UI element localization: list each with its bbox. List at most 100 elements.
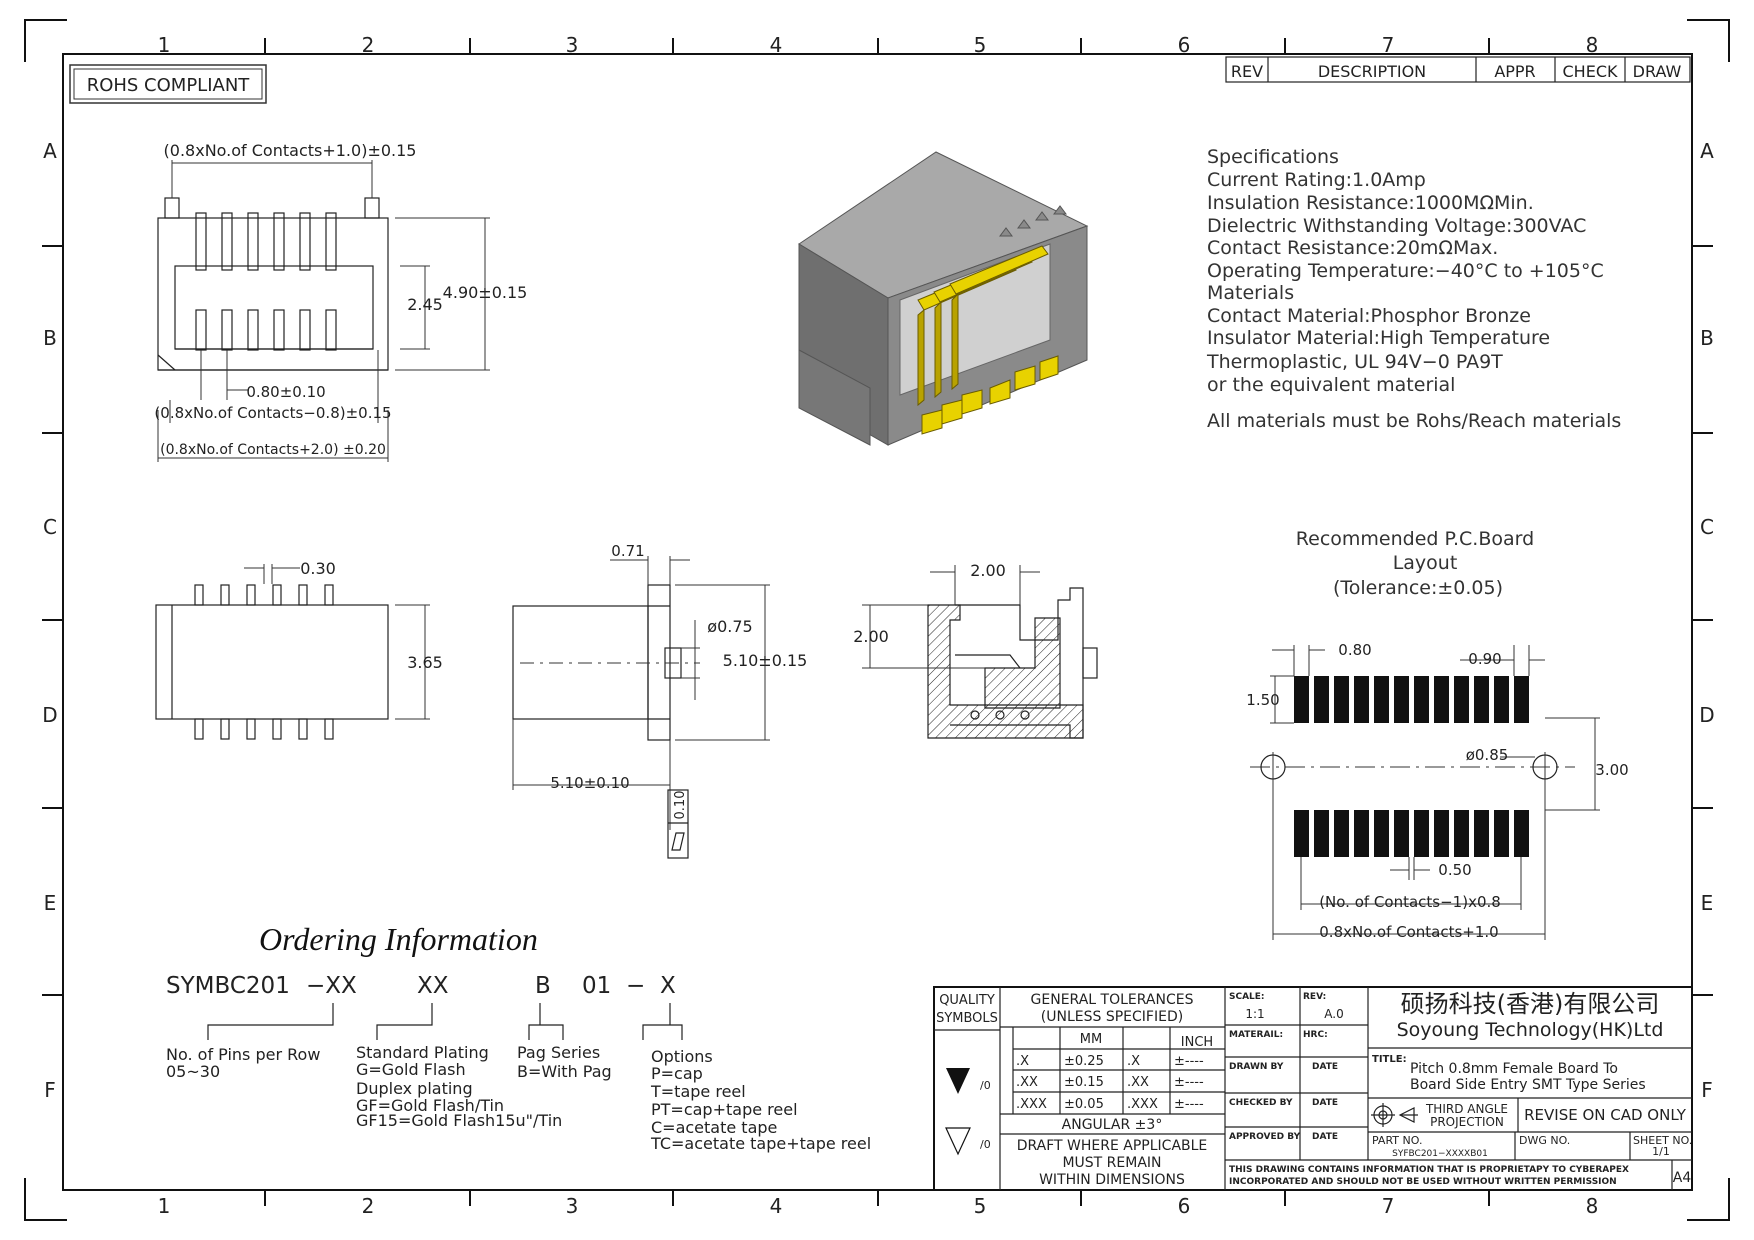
- option-item: TC=acetate tape+tape reel: [650, 1134, 871, 1153]
- row-labels: A B C D E F A B C D E F: [42, 139, 1714, 1102]
- pins-range: 05~30: [166, 1062, 220, 1081]
- tol-cell: ±0.15: [1064, 1075, 1104, 1090]
- dim-075: ø0.75: [707, 617, 752, 636]
- projection-label: THIRD ANGLE: [1425, 1102, 1508, 1116]
- spec-line: Materials: [1207, 282, 1294, 304]
- gen-tol-label: (UNLESS SPECIFIED): [1041, 1009, 1183, 1025]
- spec-line: or the equivalent material: [1207, 374, 1455, 396]
- dim-071: 0.71: [611, 542, 644, 560]
- description-header: DESCRIPTION: [1318, 62, 1426, 81]
- row-label: A: [43, 139, 57, 163]
- plating-option: G=Gold Flash: [356, 1060, 466, 1079]
- tol-cell: .XXX: [1127, 1097, 1158, 1112]
- pcb-title-1: Recommended P.C.Board: [1296, 528, 1534, 550]
- tol-cell: ±0.25: [1064, 1054, 1104, 1069]
- appr-header: APPR: [1494, 62, 1535, 81]
- row-label: A: [1700, 139, 1714, 163]
- scale-value: 1:1: [1245, 1007, 1264, 1021]
- proprietary-notice: THIS DRAWING CONTAINS INFORMATION THAT I…: [1229, 1165, 1629, 1175]
- dim-365: 3.65: [407, 653, 443, 672]
- dim-090: 0.90: [1468, 650, 1501, 668]
- dim-contacts-minus: (0.8xNo.of Contacts−0.8)±0.15: [154, 404, 391, 422]
- dim-080: 0.80: [1338, 641, 1371, 659]
- spec-line: Thermoplastic, UL 94V−0 PA9T: [1206, 351, 1503, 373]
- quality-label: QUALITY: [939, 993, 995, 1008]
- symbol-value: /0: [980, 1079, 991, 1092]
- ordering-title: Ordering Information: [259, 921, 538, 957]
- dim-contacts-plus: (0.8xNo.of Contacts+2.0) ±0.20: [160, 442, 386, 458]
- spec-line: Insulator Material:High Temperature: [1207, 327, 1550, 349]
- dim-030: 0.30: [300, 559, 336, 578]
- revision-table: REV DESCRIPTION APPR CHECK DRAW: [1225, 56, 1691, 83]
- column-labels: 1 2 3 4 5 6 7 8 1 2 3 4 5 6 7 8: [158, 33, 1599, 1218]
- zone-ticks: [42, 38, 1713, 1206]
- dim-510-vertical: 5.10±0.15: [723, 651, 808, 670]
- spec-line: Specifications: [1207, 146, 1339, 168]
- drawing-title-line: Pitch 0.8mm Female Board To: [1410, 1061, 1618, 1077]
- col-label: 8: [1586, 33, 1599, 57]
- pcb-layout: Recommended P.C.Board Layout (Tolerance:…: [1246, 528, 1628, 941]
- dim-050: 0.50: [1438, 861, 1471, 879]
- finish-symbol-icon: [946, 1068, 970, 1094]
- option-item: PT=cap+tape reel: [651, 1100, 798, 1119]
- mm-header: MM: [1080, 1032, 1102, 1047]
- spec-line: Contact Resistance:20mΩMax.: [1207, 237, 1498, 259]
- pag-option: B=With Pag: [517, 1062, 612, 1081]
- specifications-block: Specifications Current Rating:1.0Amp Ins…: [1206, 146, 1621, 432]
- date-label: DATE: [1312, 1132, 1338, 1142]
- revise-note: REVISE ON CAD ONLY: [1524, 1106, 1687, 1124]
- dim-200-horizontal: 2.00: [970, 561, 1006, 580]
- date-label: DATE: [1312, 1062, 1338, 1072]
- company-name-en: Soyoung Technology(HK)Ltd: [1397, 1019, 1664, 1041]
- col-label: 1: [158, 33, 171, 57]
- tol-cell: ±----: [1174, 1054, 1204, 1069]
- dim-510-horizontal: 5.10±0.10: [550, 774, 629, 792]
- spec-line: Current Rating:1.0Amp: [1207, 169, 1426, 191]
- inch-header: INCH: [1181, 1035, 1213, 1050]
- dim-200-vertical: 2.00: [853, 627, 889, 646]
- part-no-label: PART NO.: [1372, 1134, 1422, 1147]
- sheet-no-label: SHEET NO.: [1633, 1134, 1692, 1147]
- ordering-information: Ordering Information SYMBC201 −XX XX B 0…: [166, 921, 871, 1153]
- draft-note: MUST REMAIN: [1062, 1155, 1161, 1171]
- gen-tol-label: GENERAL TOLERANCES: [1031, 992, 1194, 1008]
- tol-cell: ±0.05: [1064, 1097, 1104, 1112]
- code-pins: −XX: [306, 973, 357, 999]
- corner-marks: [24, 19, 1730, 1221]
- material-label: MATERAIL:: [1229, 1030, 1283, 1040]
- gold-contacts: [917, 245, 1059, 435]
- pins-label: No. of Pins per Row: [166, 1045, 320, 1064]
- col-label: 4: [770, 1194, 783, 1218]
- code-pag: B: [535, 973, 551, 999]
- col-label: 3: [566, 33, 579, 57]
- pag-label: Pag Series: [517, 1043, 600, 1062]
- col-label: 3: [566, 1194, 579, 1218]
- dim-085: ø0.85: [1466, 746, 1509, 764]
- part-no-value: SYFBC201−XXXXB01: [1392, 1149, 1488, 1159]
- spec-line: Dielectric Withstanding Voltage:300VAC: [1207, 215, 1586, 237]
- section-view: 2.00 2.00: [853, 561, 1098, 739]
- check-header: CHECK: [1563, 62, 1618, 81]
- plating-option: GF=Gold Flash/Tin: [356, 1096, 504, 1115]
- dim-150: 1.50: [1246, 691, 1279, 709]
- tol-cell: ±----: [1174, 1097, 1204, 1112]
- flatness-tol: 0.10: [673, 791, 688, 820]
- title-label: TITLE:: [1372, 1054, 1407, 1065]
- spec-line: Operating Temperature:−40°C to +105°C: [1207, 260, 1604, 282]
- company-name-cn: 硕扬科技(香港)有限公司: [1401, 990, 1660, 1018]
- draw-header: DRAW: [1633, 62, 1682, 81]
- dim-pitch: 0.80±0.10: [246, 383, 325, 401]
- symbol-value: /0: [980, 1138, 991, 1151]
- option-item: C=acetate tape: [651, 1118, 777, 1137]
- tol-cell: .XXX: [1016, 1097, 1047, 1112]
- col-label: 6: [1178, 1194, 1191, 1218]
- code-dash: −: [626, 973, 645, 999]
- draft-note: DRAFT WHERE APPLICABLE: [1017, 1138, 1208, 1154]
- quality-label: SYMBOLS: [936, 1011, 998, 1026]
- row-label: D: [1699, 703, 1714, 727]
- row-label: C: [1700, 515, 1714, 539]
- tol-cell: .X: [1016, 1054, 1029, 1069]
- sheet-size: A4: [1673, 1170, 1692, 1186]
- scale-label: SCALE:: [1229, 992, 1265, 1002]
